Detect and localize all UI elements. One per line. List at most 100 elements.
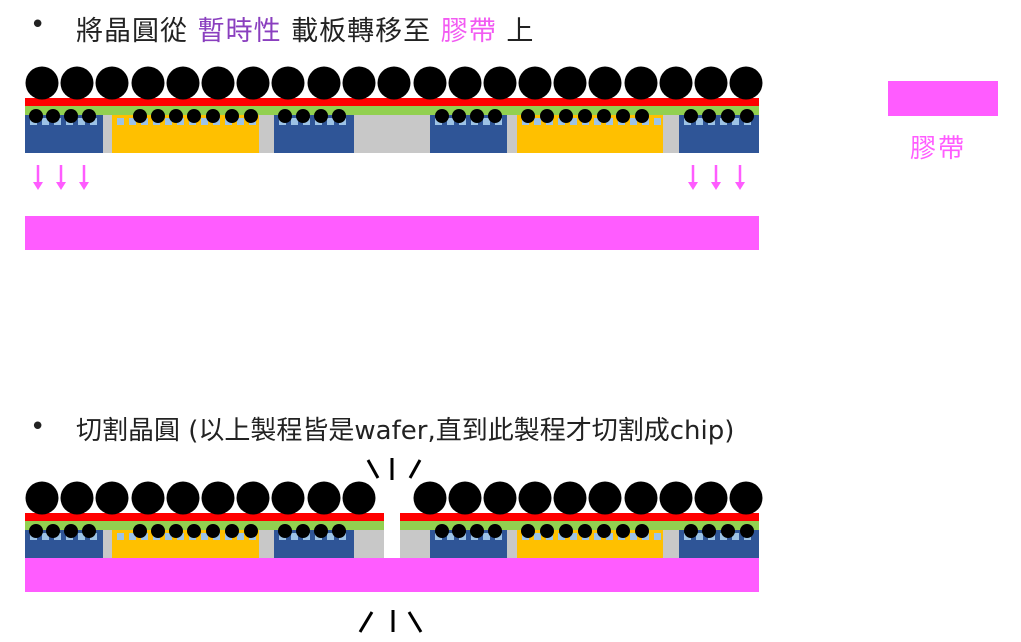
small-bump [559,109,573,123]
large-bump [377,66,411,100]
small-bump [46,109,60,123]
small-bump [187,524,201,538]
small-bump [702,109,716,123]
small-bump [684,524,698,538]
small-bump [206,109,220,123]
large-bump [729,481,763,515]
large-bump [518,481,552,515]
small-bump [82,109,96,123]
small-bump [702,524,716,538]
small-bump [151,109,165,123]
chip-pad [606,118,613,125]
chip-pad [732,533,739,540]
large-bump [60,481,94,515]
chip-pad [129,118,136,125]
transfer-arrow-head-5 [735,182,745,190]
large-bump [95,481,129,515]
small-bump [721,109,735,123]
title-part-temporary-carrier: 暫時性 [197,16,282,47]
chip-pad [720,533,727,540]
chip-pad [558,533,565,540]
title-part-3: 載板轉移至 [281,16,441,47]
small-bump [721,524,735,538]
large-bump [553,66,587,100]
large-bump [60,66,94,100]
chip-pad [78,533,85,540]
chip-pad [654,533,661,540]
chip-pad [165,118,172,125]
large-bump [342,481,376,515]
large-bump [448,481,482,515]
large-bump [483,66,517,100]
chip-pad [90,533,97,540]
chip-pad [534,118,541,125]
chip-pad [291,533,298,540]
chip-pad [165,533,172,540]
small-bump [133,109,147,123]
chip-pad [201,118,208,125]
chip-pad [630,533,637,540]
small-bump [225,524,239,538]
large-bump [729,66,763,100]
large-bump [448,66,482,100]
small-bump [488,524,502,538]
green-layer-0 [25,521,384,530]
large-bump [307,66,341,100]
chip-pad [201,533,208,540]
chip-pad [117,533,124,540]
chip-pad [630,118,637,125]
chip-pad [54,118,61,125]
transfer-arrow-head-4 [711,182,721,190]
small-bump [296,524,310,538]
chip-pad [141,118,148,125]
large-bump [25,66,59,100]
chip-pad [654,118,661,125]
small-bump [29,109,43,123]
small-bump [521,109,535,123]
chip-pad [129,533,136,540]
chip-pad [447,118,454,125]
saw-mark-bottom-right [407,611,423,633]
bullet-1: • [30,10,46,40]
chip-pad [90,118,97,125]
large-bump [553,481,587,515]
small-bump [635,109,649,123]
small-bump [225,109,239,123]
small-bump [740,524,754,538]
large-bump [201,481,235,515]
small-bump [278,109,292,123]
small-bump [435,109,449,123]
chip-pad [291,118,298,125]
large-bump [659,481,693,515]
chip-pad [78,118,85,125]
chip-pad [237,533,244,540]
large-bump [25,481,59,515]
chip-pad [570,533,577,540]
small-bump [452,109,466,123]
small-bump [740,109,754,123]
small-bump [540,109,554,123]
large-bump [95,66,129,100]
small-bump [616,524,630,538]
large-bump [271,66,305,100]
small-bump [206,524,220,538]
chip-pad [42,118,49,125]
small-bump [470,524,484,538]
large-bump [518,66,552,100]
large-bump [588,66,622,100]
chip-pad [42,533,49,540]
small-bump [332,109,346,123]
green-layer-1 [400,521,759,530]
small-bump [521,524,535,538]
chip-pad [720,118,727,125]
large-bump [131,66,165,100]
saw-mark-top-right [408,459,422,479]
small-bump [314,109,328,123]
small-bump [597,109,611,123]
red-layer-0 [25,98,759,106]
chip-pad [54,533,61,540]
large-bump [483,481,517,515]
title-part-1: 將晶圓從 [76,16,198,47]
small-bump [470,109,484,123]
